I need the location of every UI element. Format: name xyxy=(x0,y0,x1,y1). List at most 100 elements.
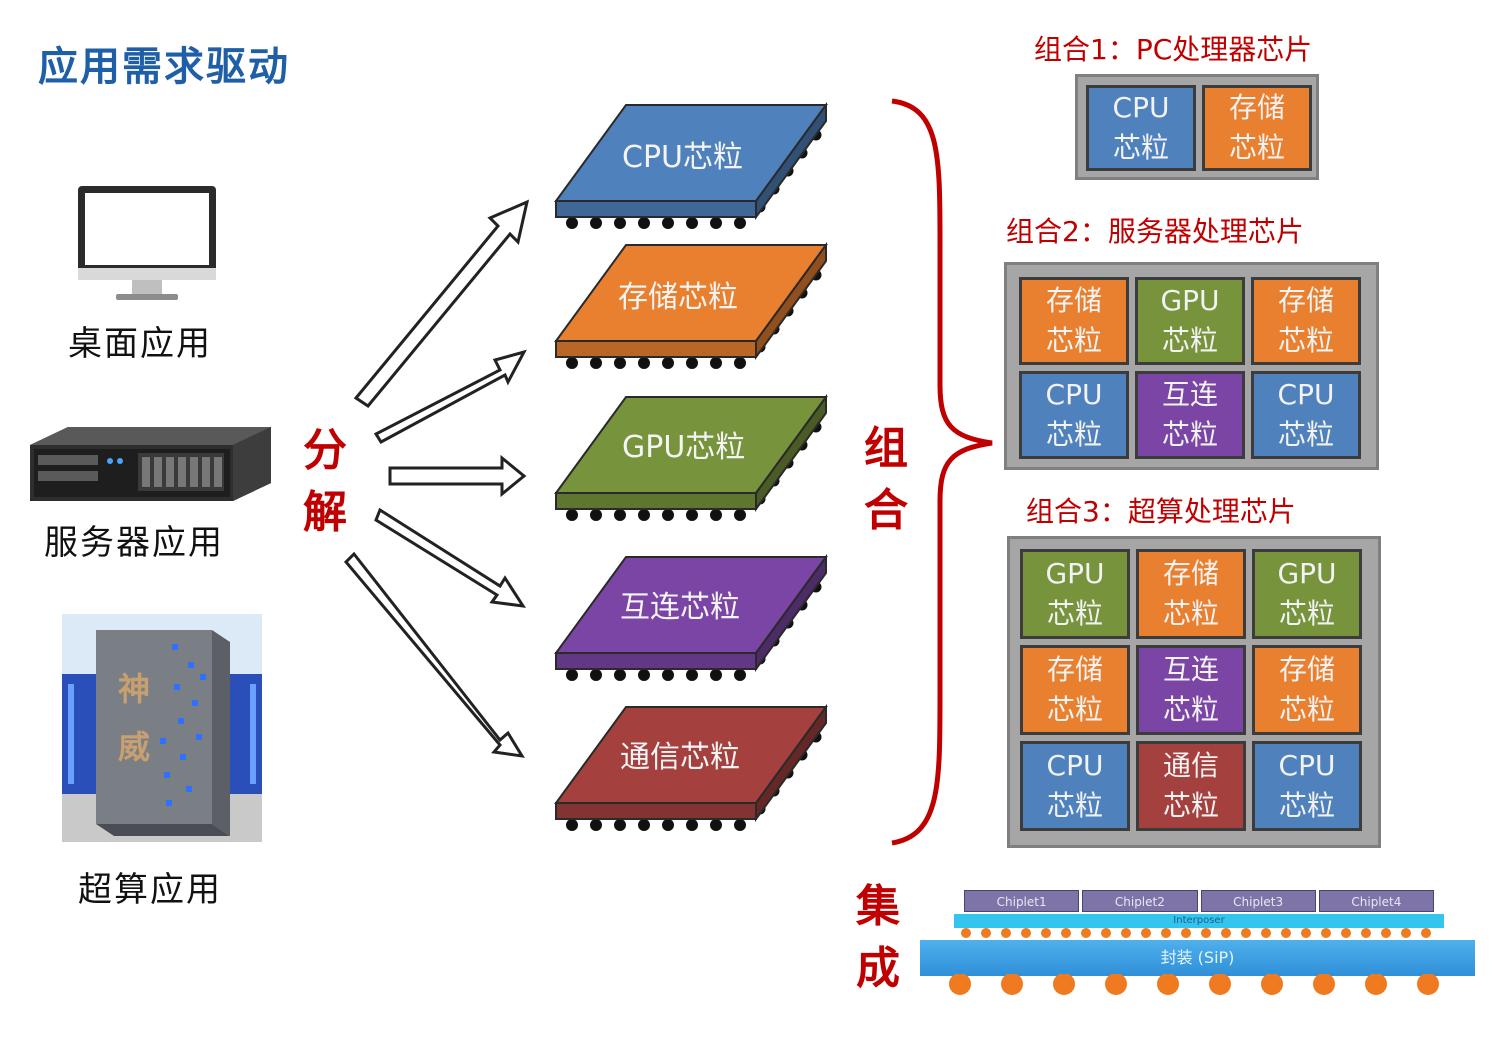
chiplet-2 xyxy=(554,241,828,369)
chiplet-3 xyxy=(554,393,828,521)
arrow-to-comm xyxy=(343,551,525,758)
microbump xyxy=(1201,928,1211,938)
page-title: 应用需求驱动 xyxy=(38,44,290,90)
microbump xyxy=(1101,928,1111,938)
combo3-tile-8: 通信 芯粒 xyxy=(1136,741,1246,831)
integrate-label: 集 成 xyxy=(848,876,908,1000)
combo3-tile-3: GPU 芯粒 xyxy=(1252,549,1362,639)
solder-ball xyxy=(1313,974,1335,995)
microbump xyxy=(1161,928,1171,938)
solder-ball xyxy=(1053,974,1075,995)
chiplet-bump xyxy=(614,819,626,831)
solder-balls xyxy=(949,974,1439,995)
solder-ball xyxy=(949,974,971,995)
combine-char-1: 组 xyxy=(864,423,908,474)
chiplet-label-comm: 通信芯粒 xyxy=(620,740,740,775)
microbump xyxy=(1421,928,1431,938)
desktop-app: 桌面应用 xyxy=(60,180,230,364)
combo3-tile-1: GPU 芯粒 xyxy=(1020,549,1130,639)
combo1-title: 组合1：PC处理器芯片 xyxy=(1034,33,1313,66)
combo3-tile-7: CPU 芯粒 xyxy=(1020,741,1130,831)
combo2-tile-5: 互连 芯粒 xyxy=(1135,371,1245,459)
chiplet-side-face xyxy=(755,241,827,361)
decompose-char-1: 分 xyxy=(303,425,347,476)
decompose-label: 分 解 xyxy=(295,420,355,544)
chiplet-bump xyxy=(686,217,698,229)
svg-text:神: 神 xyxy=(118,670,150,708)
chiplet-bump xyxy=(662,357,674,369)
chiplet-label-gpu: GPU芯粒 xyxy=(622,430,746,465)
solder-ball xyxy=(1261,974,1283,995)
combine-char-2: 合 xyxy=(864,485,908,536)
chiplet-side-face xyxy=(755,703,827,823)
microbump xyxy=(1281,928,1291,938)
combine-label: 组 合 xyxy=(856,418,916,542)
microbump xyxy=(1341,928,1351,938)
solder-ball xyxy=(1417,974,1439,995)
chiplet-side-face xyxy=(755,393,827,513)
chiplet-bump xyxy=(686,819,698,831)
chiplet-bump xyxy=(614,217,626,229)
chiplet-bump xyxy=(662,669,674,681)
chiplet-label-cpu: CPU芯粒 xyxy=(622,140,743,175)
supercomputer-app-label: 超算应用 xyxy=(78,870,222,910)
combo3-tile-9: CPU 芯粒 xyxy=(1252,741,1362,831)
microbump xyxy=(1301,928,1311,938)
chiplet-bump xyxy=(734,357,746,369)
monitor-icon xyxy=(78,186,216,300)
package-chiplet-2: Chiplet2 xyxy=(1082,890,1198,912)
chiplet-bump xyxy=(686,509,698,521)
chiplet-label-storage: 存储芯粒 xyxy=(618,280,738,315)
chiplet-bump xyxy=(614,357,626,369)
chiplet-bump xyxy=(710,509,722,521)
chiplet-bump xyxy=(590,509,602,521)
microbump xyxy=(1121,928,1131,938)
package-chiplet-4: Chiplet4 xyxy=(1318,890,1434,912)
microbump xyxy=(1321,928,1331,938)
chiplet-bump xyxy=(638,357,650,369)
solder-ball xyxy=(1157,974,1179,995)
chiplet-bump xyxy=(710,357,722,369)
chiplet-front-face xyxy=(555,492,757,510)
sip-package: Chiplet1 Chiplet2 Chiplet3 Chiplet4 Inte… xyxy=(920,888,1475,998)
chiplet-bump xyxy=(590,819,602,831)
microbump xyxy=(1241,928,1251,938)
combo2-tile-6: CPU 芯粒 xyxy=(1251,371,1361,459)
solder-ball xyxy=(1105,974,1127,995)
chiplet-bump xyxy=(686,357,698,369)
chiplet-bump xyxy=(734,669,746,681)
combo1-box: CPU 芯粒 存储 芯粒 xyxy=(1075,74,1319,180)
microbump xyxy=(1041,928,1051,938)
substrate: 封装 (SiP) xyxy=(920,940,1475,976)
arrow-to-cpu xyxy=(353,199,530,408)
chiplet-bump xyxy=(566,217,578,229)
chiplet-bump xyxy=(638,509,650,521)
supercomputer-app: 神 威 超算应用 xyxy=(62,614,262,910)
package-chiplet-3: Chiplet3 xyxy=(1200,890,1316,912)
supercomputer-icon: 神 威 xyxy=(62,614,262,842)
chiplet-bump xyxy=(590,217,602,229)
server-app: 服务器应用 xyxy=(28,425,271,565)
chiplet-bump xyxy=(734,217,746,229)
microbump xyxy=(1181,928,1191,938)
chiplet-bump xyxy=(710,669,722,681)
arrow-to-storage xyxy=(373,349,527,444)
chiplet-5 xyxy=(554,703,828,831)
chiplet-bump xyxy=(638,819,650,831)
microbump xyxy=(1021,928,1031,938)
combo3-tile-4: 存储 芯粒 xyxy=(1020,645,1130,735)
solder-ball xyxy=(1209,974,1231,995)
chiplet-bump xyxy=(662,509,674,521)
chiplet-row: Chiplet1 Chiplet2 Chiplet3 Chiplet4 xyxy=(964,890,1434,912)
chiplet-bump xyxy=(734,819,746,831)
chiplet-bump xyxy=(638,217,650,229)
desktop-app-label: 桌面应用 xyxy=(68,324,212,364)
chiplet-front-face xyxy=(555,340,757,358)
integrate-char-2: 成 xyxy=(856,943,900,994)
microbump xyxy=(1061,928,1071,938)
combo1-tile-2: 存储 芯粒 xyxy=(1202,85,1312,171)
microbump xyxy=(1221,928,1231,938)
combine-brace xyxy=(891,98,993,846)
